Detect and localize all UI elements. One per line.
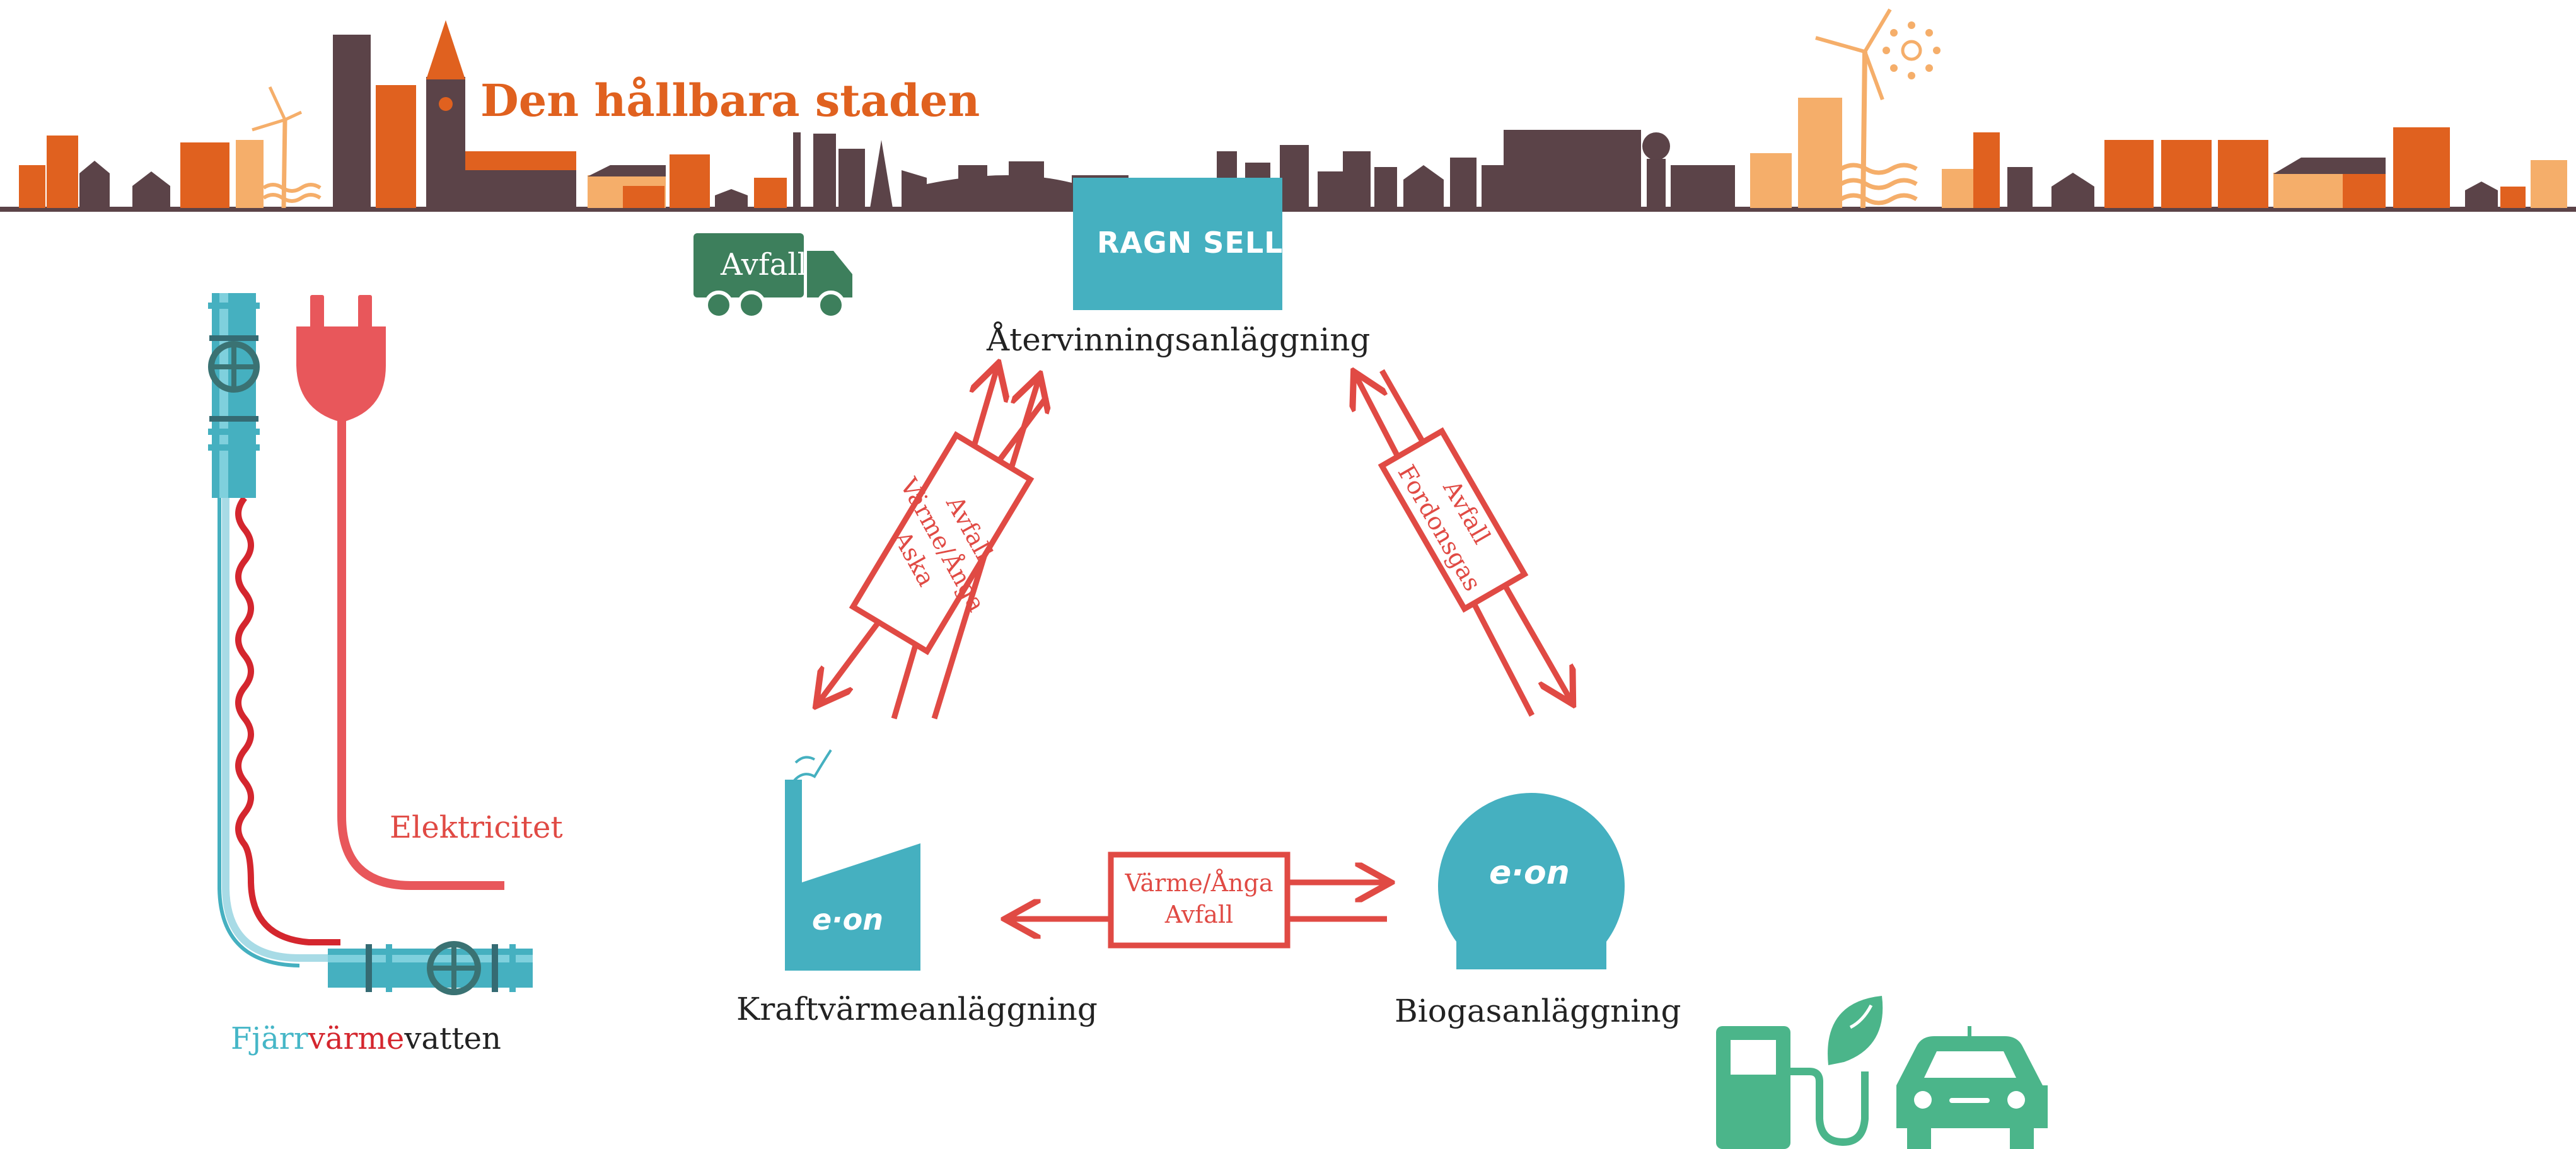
- city-skyline: [0, 8, 2576, 212]
- windmill-icon: [252, 86, 322, 209]
- company-logo-text: RAGN SELLS: [1097, 226, 1305, 260]
- biogas-plant-icon: [1438, 793, 1625, 969]
- flow-label-line: Värme/Ånga: [1125, 869, 1273, 897]
- electricity-label: Elektricitet: [390, 810, 563, 845]
- windmill-icon: [1815, 8, 1918, 209]
- fuel-pump-icon: [1716, 996, 1883, 1149]
- truck-label: Avfall: [721, 247, 807, 282]
- eon-logo-chp: e·on: [812, 903, 884, 937]
- chp-plant-icon: [785, 749, 920, 971]
- flow-label-chp-biogas: Värme/Ånga Avfall: [1111, 867, 1287, 930]
- flow-box-recycling-biogas: [1378, 427, 1529, 613]
- page-title: Den hållbara staden: [480, 74, 980, 127]
- sun-icon: [1883, 21, 1941, 79]
- district-heating-label-part: värme: [308, 1021, 405, 1056]
- church-icon: [426, 20, 576, 208]
- district-heating-label-part: Fjärr: [231, 1021, 308, 1056]
- flow-box-chp-biogas: [1108, 852, 1291, 949]
- car-icon: [1896, 1026, 2048, 1149]
- power-plug-icon: [296, 295, 504, 890]
- recycling-company-logo: [1073, 178, 1282, 310]
- chp-plant-label: Kraftvärmeanläggning: [736, 991, 1098, 1027]
- garbage-truck-icon: [693, 233, 852, 320]
- skyline-ground-line: [0, 207, 2576, 212]
- district-heating-label: Fjärrvärmevatten: [231, 1021, 501, 1056]
- flow-box-recycling-chp: [849, 430, 1035, 655]
- district-heating-pipe: [208, 293, 533, 995]
- recycling-plant-label: Återvinningsanläggning: [987, 321, 1371, 358]
- district-heating-label-part: vatten: [404, 1021, 501, 1056]
- flow-label-line: Avfall: [1164, 901, 1234, 928]
- biogas-plant-label: Biogasanläggning: [1395, 993, 1681, 1029]
- eon-logo-biogas: e·on: [1489, 854, 1570, 892]
